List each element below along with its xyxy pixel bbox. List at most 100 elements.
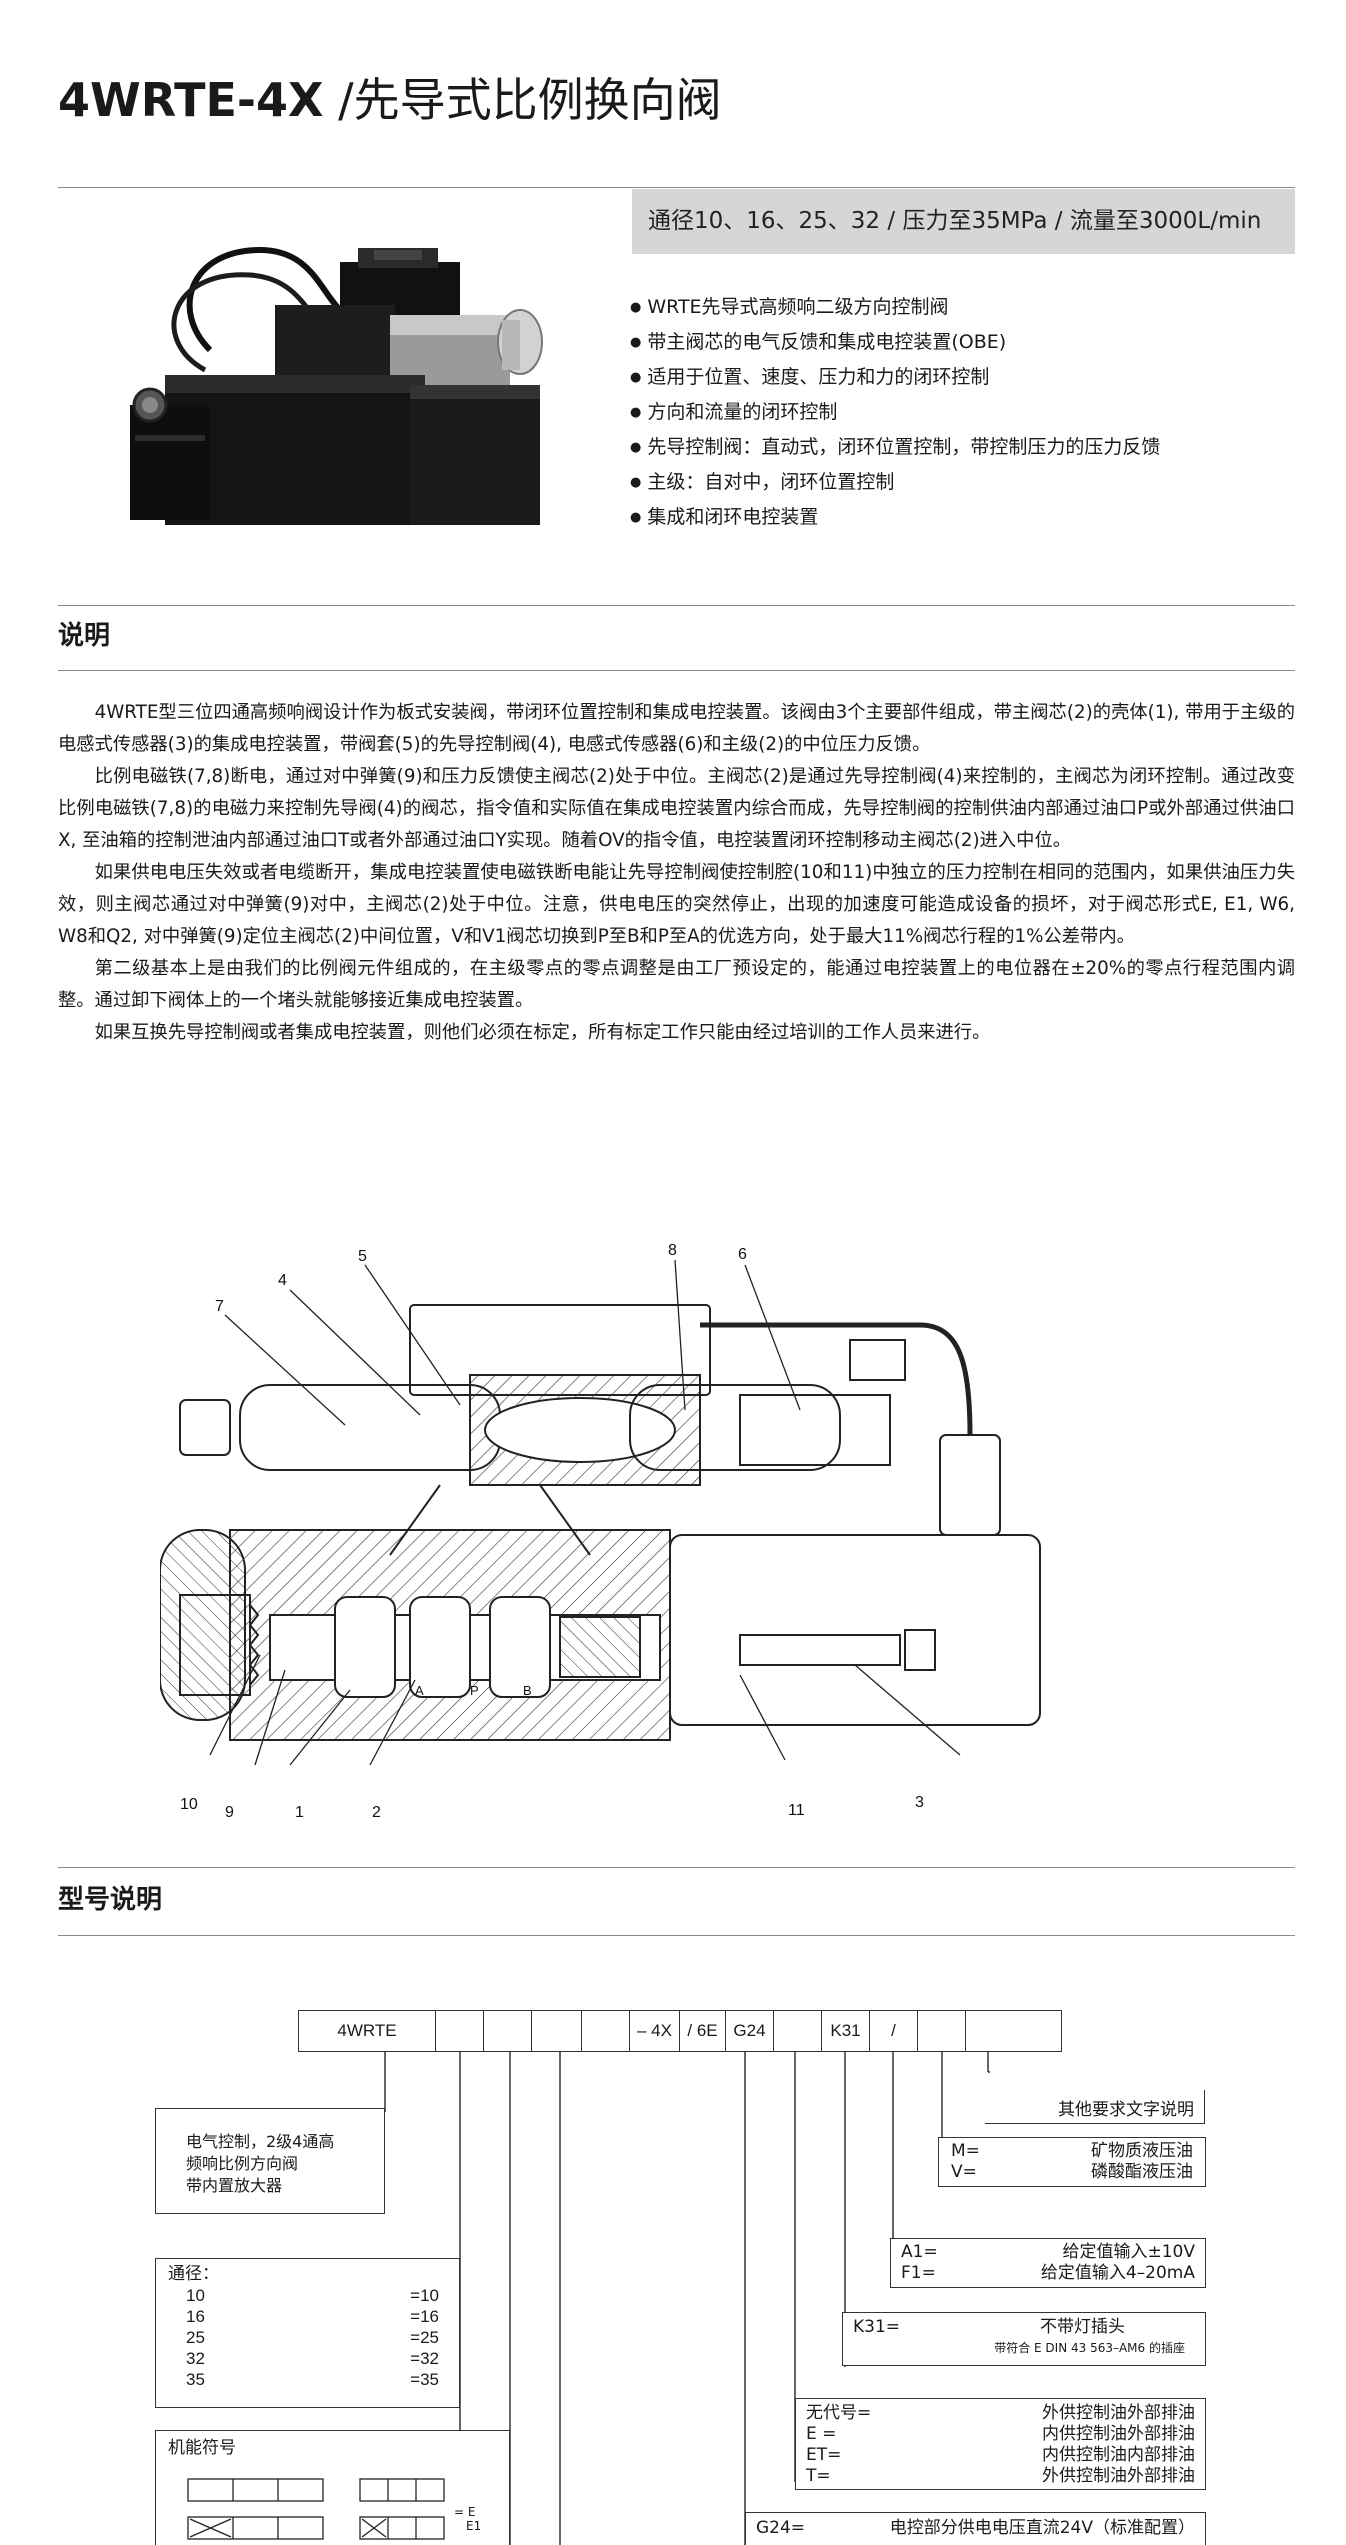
- port-label: P: [470, 1683, 479, 1698]
- option-seal: M=矿物质液压油 V=磷酸酯液压油: [938, 2137, 1206, 2187]
- code-cell: K31: [822, 2010, 870, 2052]
- option-text: 矿物质液压油: [1091, 2141, 1193, 2161]
- code-cell: [966, 2010, 1062, 2052]
- size-code: =25: [410, 2328, 439, 2347]
- code-cell: [918, 2010, 966, 2052]
- option-text: 其他要求文字说明: [1058, 2100, 1194, 2120]
- option-code: K31=: [853, 2317, 901, 2337]
- diagram-label: 10: [180, 1796, 198, 1813]
- divider: [58, 187, 1295, 188]
- ordering-connector-lines: [384, 2052, 990, 2545]
- symbol-code: = E: [454, 2505, 476, 2519]
- divider: [58, 605, 1295, 606]
- option-code: ET=: [806, 2445, 842, 2465]
- diagram-label: 1: [295, 1804, 304, 1821]
- option-other: 其他要求文字说明: [985, 2090, 1205, 2124]
- option-voltage: G24= 电控部分供电电压直流24V（标准配置）: [745, 2512, 1206, 2545]
- feature-item: 集成和闭环电控装置: [630, 500, 1295, 535]
- product-photo: [130, 246, 543, 525]
- diagram-label: 11: [788, 1802, 805, 1819]
- option-text: 内供控制油内部排油: [1042, 2445, 1195, 2465]
- size-ng: 10: [186, 2286, 205, 2305]
- option-supply: 无代号=外供控制油外部排油 E =内供控制油外部排油 ET=内供控制油内部排油 …: [795, 2398, 1206, 2490]
- option-size: 通径： 10 =10 16 =16 25 =25 32 =32 35 =35: [155, 2258, 460, 2408]
- description-text: 4WRTE型三位四通高频响阀设计作为板式安装阀，带闭环位置控制和集成电控装置。该…: [58, 697, 1295, 1049]
- option-input: A1=给定值输入±10V F1=给定值输入4–20mA: [890, 2238, 1206, 2288]
- option-note: 带符合 E DIN 43 563–AM6 的插座: [994, 2341, 1185, 2355]
- option-symbols: 机能符号 = E E1: [155, 2430, 510, 2545]
- option-text: 频响比例方向阀: [186, 2154, 299, 2173]
- code-cell: [532, 2010, 582, 2052]
- option-code: G24=: [756, 2518, 806, 2538]
- feature-item: 适用于位置、速度、压力和力的闭环控制: [630, 360, 1295, 395]
- model-code: 4WRTE-4X: [58, 73, 324, 127]
- option-text: 带内置放大器: [186, 2176, 283, 2195]
- code-cell: G24: [726, 2010, 774, 2052]
- size-code: =32: [410, 2349, 439, 2368]
- size-code: =10: [410, 2286, 439, 2305]
- size-ng: 32: [186, 2349, 205, 2368]
- divider: [58, 1867, 1295, 1868]
- option-code: V=: [951, 2162, 977, 2182]
- spec-bar: 通径10、16、25、32 / 压力至35MPa / 流量至3000L/min: [632, 189, 1295, 254]
- feature-list: WRTE先导式高频响二级方向控制阀 带主阀芯的电气反馈和集成电控装置(OBE) …: [630, 290, 1295, 535]
- description-paragraph: 4WRTE型三位四通高频响阀设计作为板式安装阀，带闭环位置控制和集成电控装置。该…: [58, 702, 1295, 755]
- size-ng: 25: [186, 2328, 205, 2347]
- symbol-codes: = E E1: [454, 2505, 481, 2533]
- size-title: 通径：: [168, 2264, 219, 2283]
- diagram-label: 8: [668, 1242, 677, 1259]
- feature-item: 带主阀芯的电气反馈和集成电控装置(OBE): [630, 325, 1295, 360]
- size-code: =35: [410, 2370, 439, 2389]
- section-title-description: 说明: [58, 621, 111, 651]
- feature-item: 主级：自对中，闭环位置控制: [630, 465, 1295, 500]
- code-cell: [774, 2010, 822, 2052]
- section-title-ordering: 型号说明: [58, 1885, 163, 1915]
- code-cell: /: [870, 2010, 918, 2052]
- option-text: 电气控制，2级4通高: [186, 2132, 335, 2151]
- option-text: 外供控制油外部排油: [1042, 2403, 1195, 2423]
- page-title: 4WRTE-4X /先导式比例换向阀: [58, 70, 722, 130]
- option-text: 内供控制油外部排油: [1042, 2424, 1195, 2444]
- option-code: T=: [806, 2466, 831, 2486]
- feature-item: 方向和流量的闭环控制: [630, 395, 1295, 430]
- option-code: F1=: [901, 2263, 936, 2283]
- description-paragraph: 如果供电电压失效或者电缆断开，集成电控装置使电磁铁断电能让先导控制阀使控制腔(1…: [58, 862, 1295, 947]
- code-cell: [582, 2010, 630, 2052]
- symbols-title: 机能符号: [168, 2438, 236, 2458]
- divider: [58, 670, 1295, 671]
- option-text: 给定值输入4–20mA: [1040, 2263, 1195, 2283]
- code-cell: [484, 2010, 532, 2052]
- description-paragraph: 第二级基本上是由我们的比例阀元件组成的，在主级零点的零点调整是由工厂预设定的，能…: [58, 958, 1295, 1011]
- option-actuation: 电气控制，2级4通高 频响比例方向阀 带内置放大器: [155, 2108, 385, 2214]
- code-cell: 4WRTE: [298, 2010, 436, 2052]
- option-code: E =: [806, 2424, 837, 2444]
- diagram-label: 2: [372, 1804, 381, 1821]
- diagram-label: 5: [358, 1248, 367, 1265]
- spool-symbols: [187, 2478, 445, 2540]
- diagram-label: 9: [225, 1804, 234, 1821]
- code-cell: [436, 2010, 484, 2052]
- option-text: 不带灯插头: [1040, 2317, 1125, 2337]
- valve-section-diagram: 4 5 7 8 6 10 9 1 2 11 3 A P B: [160, 1242, 1041, 1821]
- feature-item: 先导控制阀：直动式，闭环位置控制，带控制压力的压力反馈: [630, 430, 1295, 465]
- title-text: /先导式比例换向阀: [323, 73, 722, 127]
- option-code: M=: [951, 2141, 980, 2161]
- diagram-label: 3: [915, 1794, 924, 1811]
- port-label: B: [523, 1683, 532, 1698]
- diagram-label: 6: [738, 1246, 747, 1263]
- size-code: =16: [410, 2307, 439, 2326]
- port-label: A: [415, 1683, 424, 1698]
- symbol-code: E1: [466, 2519, 482, 2533]
- description-paragraph: 比例电磁铁(7,8)断电，通过对中弹簧(9)和压力反馈使主阀芯(2)处于中位。主…: [58, 766, 1295, 851]
- diagram-label: 7: [215, 1298, 224, 1315]
- code-cell: / 6E: [680, 2010, 726, 2052]
- divider: [58, 1935, 1295, 1936]
- option-code: 无代号=: [806, 2403, 872, 2423]
- diagram-label: 4: [278, 1272, 287, 1289]
- option-text: 电控部分供电电压直流24V（标准配置）: [889, 2518, 1195, 2538]
- size-ng: 16: [186, 2307, 205, 2326]
- size-ng: 35: [186, 2370, 205, 2389]
- description-paragraph: 如果互换先导控制阀或者集成电控装置，则他们必须在标定，所有标定工作只能由经过培训…: [94, 1022, 991, 1043]
- code-cell: – 4X: [630, 2010, 680, 2052]
- option-plug: K31= 不带灯插头 带符合 E DIN 43 563–AM6 的插座: [842, 2312, 1206, 2366]
